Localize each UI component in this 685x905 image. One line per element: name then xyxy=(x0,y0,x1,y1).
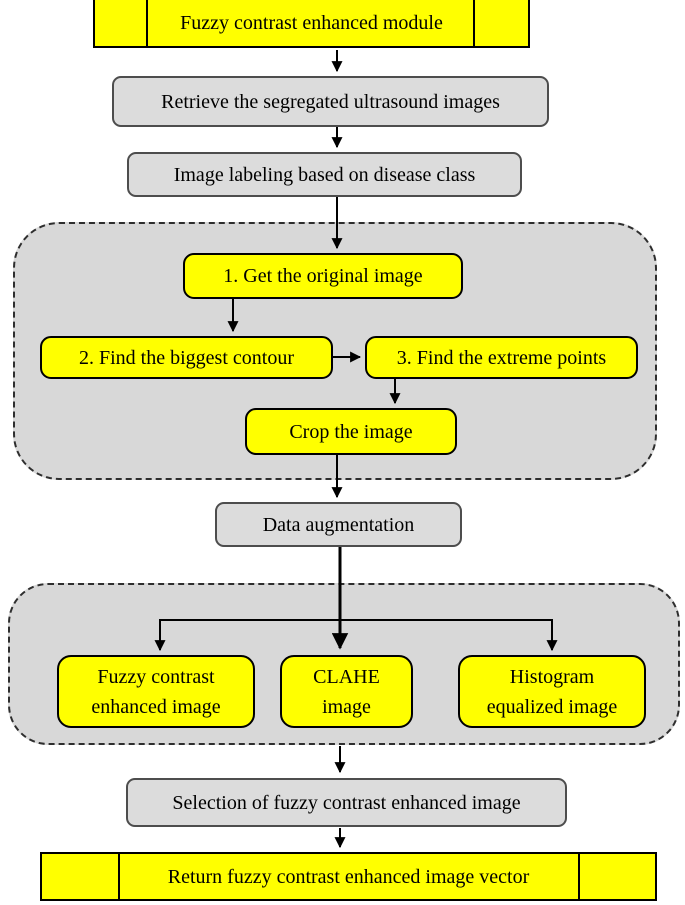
return-right-divider xyxy=(578,854,580,899)
return-vector-box: Return fuzzy contrast enhanced image vec… xyxy=(40,852,657,901)
find-contour-label: 2. Find the biggest contour xyxy=(79,346,294,369)
step-selection-fuzzy-image: Selection of fuzzy contrast enhanced ima… xyxy=(126,778,567,827)
step-get-original-image: 1. Get the original image xyxy=(183,253,463,299)
clahe-line2: image xyxy=(322,695,371,718)
return-vector-label: Return fuzzy contrast enhanced image vec… xyxy=(167,865,530,888)
step-retrieve-images: Retrieve the segregated ultrasound image… xyxy=(112,76,549,127)
crop-label: Crop the image xyxy=(289,420,413,443)
clahe-line1: CLAHE xyxy=(313,665,380,688)
step-retrieve-label: Retrieve the segregated ultrasound image… xyxy=(161,90,500,113)
fuzzy-enhanced-line2: enhanced image xyxy=(91,695,221,718)
histogram-line2: equalized image xyxy=(486,695,618,718)
step-data-augmentation: Data augmentation xyxy=(215,502,462,547)
module-header-box: Fuzzy contrast enhanced module xyxy=(93,0,530,48)
step-find-biggest-contour: 2. Find the biggest contour xyxy=(40,336,333,379)
fuzzy-enhanced-line1: Fuzzy contrast xyxy=(97,665,215,688)
module-right-divider xyxy=(473,0,475,46)
module-header-label: Fuzzy contrast enhanced module xyxy=(180,12,443,34)
find-extreme-label: 3. Find the extreme points xyxy=(396,346,607,369)
module-left-divider xyxy=(146,0,148,46)
step-find-extreme-points: 3. Find the extreme points xyxy=(365,336,638,379)
step-labeling-label: Image labeling based on disease class xyxy=(173,163,476,186)
option-fuzzy-contrast-enhanced: Fuzzy contrast enhanced image xyxy=(57,655,255,728)
get-original-label: 1. Get the original image xyxy=(223,265,423,287)
step-image-labeling: Image labeling based on disease class xyxy=(127,152,522,197)
selection-label: Selection of fuzzy contrast enhanced ima… xyxy=(172,791,521,814)
histogram-line1: Histogram xyxy=(509,665,595,688)
step-crop-image: Crop the image xyxy=(245,408,457,455)
option-clahe-image: CLAHE image xyxy=(280,655,413,728)
return-left-divider xyxy=(118,854,120,899)
option-histogram-equalized: Histogram equalized image xyxy=(458,655,646,728)
augmentation-label: Data augmentation xyxy=(262,513,415,536)
